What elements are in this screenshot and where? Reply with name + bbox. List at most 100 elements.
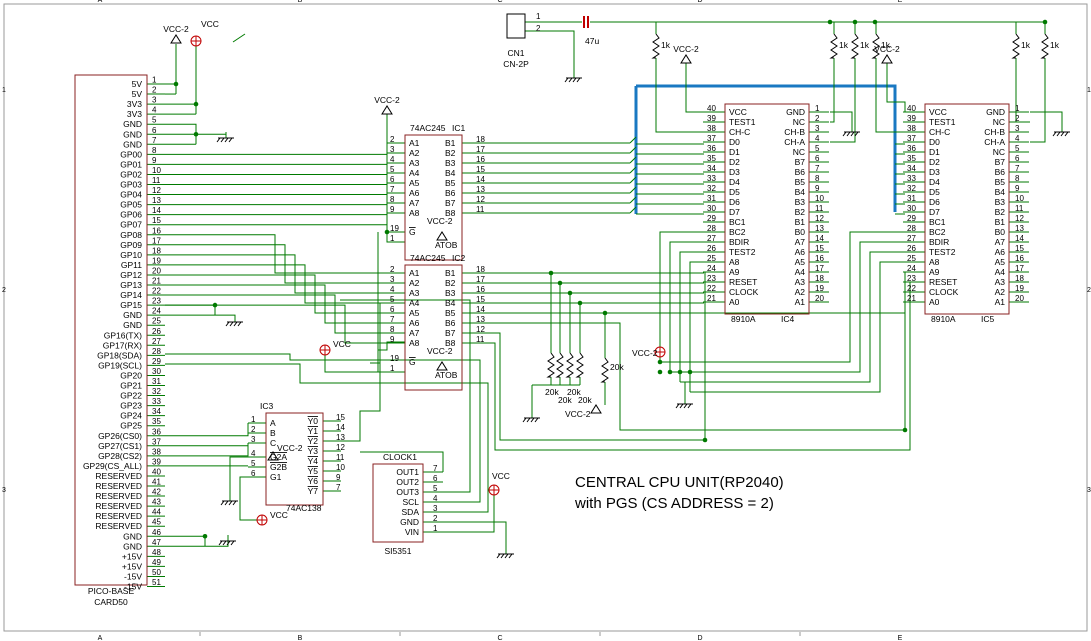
ic5-pin-label: A8: [929, 257, 940, 267]
ic1-pin-number: 15: [476, 165, 485, 174]
ic5-pin-label: D1: [929, 147, 940, 157]
connector-pin-number: 40: [152, 467, 161, 476]
ic5-pin-number: 4: [1015, 134, 1020, 143]
connector-body: [74, 74, 148, 586]
connector-pin-number: 21: [152, 277, 161, 286]
ic2-pin-label: A3: [409, 288, 420, 298]
ic2-pin-label: B2: [445, 278, 456, 288]
connector-pin-label: GP16(TX): [104, 330, 142, 340]
connector-pin-number: 25: [152, 317, 161, 326]
ic2-pin-number: 8: [390, 325, 395, 334]
connector-pin-label: GP07: [120, 220, 142, 230]
connector-pin-number: 31: [152, 377, 161, 386]
ic1-pin-label: B7: [445, 198, 456, 208]
vcc-symbol-cross: [655, 347, 665, 357]
frame-col-label: D: [697, 635, 702, 641]
ic5-pin-label: CH-A: [984, 137, 1005, 147]
wire: [165, 182, 405, 196]
ic4-pin-label: B4: [795, 187, 806, 197]
ic3-pin-number: 5: [251, 459, 256, 468]
ic1-pin-label: A6: [409, 188, 420, 198]
connector-pin-number: 45: [152, 518, 161, 527]
ic1-pin-number: 3: [390, 145, 395, 154]
ic1-pin-label: B1: [445, 138, 456, 148]
resistor-value: 1k: [1050, 40, 1060, 50]
power-label: VCC-2: [163, 24, 189, 34]
pulldown-resistor: [555, 352, 564, 378]
wire: [165, 284, 387, 324]
ic5-pin-number: 22: [907, 284, 916, 293]
connector-pin-number: 3: [152, 96, 157, 105]
connector-pin-label: GP11: [121, 260, 142, 270]
bus-entry: [629, 166, 637, 174]
frame-col-label: E: [898, 0, 903, 4]
ic2-pin-number: 9: [390, 335, 395, 344]
cn1-value: CN-2P: [503, 59, 529, 69]
ic4-pin-label: B3: [795, 197, 806, 207]
connector-pin-label: GP17(RX): [103, 340, 142, 350]
ic4-pin-label: BC2: [729, 227, 746, 237]
ic4-pin-number: 11: [815, 204, 824, 213]
ic1-pin-label: A5: [409, 178, 420, 188]
connector-pin-number: 47: [152, 538, 161, 547]
connector-pin-label: -15V: [124, 571, 142, 581]
connector-pin-number: 42: [152, 488, 161, 497]
ic5-pin-number: 32: [907, 184, 916, 193]
ic4-pin-number: 38: [707, 124, 716, 133]
ic4-pin-label: A2: [795, 287, 806, 297]
wire: [659, 231, 704, 362]
ic4-pin-label: B1: [795, 217, 806, 227]
ic4-pin-label: A6: [795, 247, 806, 257]
ic4-pin-number: 30: [707, 204, 716, 213]
capacitor-symbol: [583, 16, 589, 28]
ic4-pin-number: 1: [815, 104, 820, 113]
connector-pin-number: 36: [152, 427, 161, 436]
ic5-pin-label: D6: [929, 197, 940, 207]
ic4-pin-number: 18: [815, 274, 824, 283]
connector-pin-label: GP14: [120, 290, 142, 300]
ic1-pin-label: A4: [409, 168, 420, 178]
wire: [229, 456, 248, 495]
ic5-pin-label: B3: [995, 197, 1006, 207]
connector-pin-label: GP20: [120, 370, 142, 380]
power-label: VCC-2: [632, 348, 658, 358]
resistor-value: 20k: [567, 387, 581, 397]
ic5-pin-number: 2: [1015, 114, 1020, 123]
ic2-gate-label: G: [409, 357, 416, 367]
data-bus: [636, 84, 897, 212]
ic5-pin-label: B7: [995, 157, 1006, 167]
ic4-pin-label: D5: [729, 187, 740, 197]
connector-pin-label: 5V: [132, 79, 143, 89]
ic1-pin-label: B4: [445, 168, 456, 178]
ic2-pin-label: A8: [409, 338, 420, 348]
ic5-pin-label: NC: [993, 147, 1005, 157]
ic1-pin-number: 7: [390, 185, 395, 194]
ic5-pin-number: 19: [1015, 284, 1024, 293]
connector-pin-number: 37: [152, 437, 161, 446]
ground-symbol: [1052, 131, 1070, 137]
wire: [165, 423, 249, 437]
power-label: VCC: [201, 19, 219, 29]
wire: [689, 261, 704, 392]
ic4-pin-label: NC: [793, 117, 805, 127]
ic5-pin-number: 40: [907, 104, 916, 113]
connector-pin-number: 11: [152, 176, 161, 185]
ic5-pin-label: B0: [995, 227, 1006, 237]
ic3-pin-number: 9: [336, 473, 341, 482]
clock-pin-number: 4: [433, 494, 438, 503]
ic3-pin-number: 7: [336, 483, 341, 492]
ic4-pin-label: B5: [795, 177, 806, 187]
connector-ref: CARD50: [94, 597, 128, 607]
ic5-pin-number: 26: [907, 244, 916, 253]
capacitor-value: 47u: [585, 36, 599, 46]
ic3-pin-label: G2A: [270, 452, 287, 462]
clock-body: [372, 463, 424, 543]
connector-name: PICO-BASE: [88, 586, 135, 596]
cn1-pin-number: 1: [536, 12, 541, 21]
ic5-pin-number: 24: [907, 264, 916, 273]
ic2-pin-number: 1: [390, 364, 395, 373]
connector-pin-number: 19: [152, 256, 161, 265]
ic4-pin-number: 17: [815, 264, 824, 273]
connector-pin-number: 43: [152, 498, 161, 507]
ic4-pin-number: 21: [707, 294, 716, 303]
